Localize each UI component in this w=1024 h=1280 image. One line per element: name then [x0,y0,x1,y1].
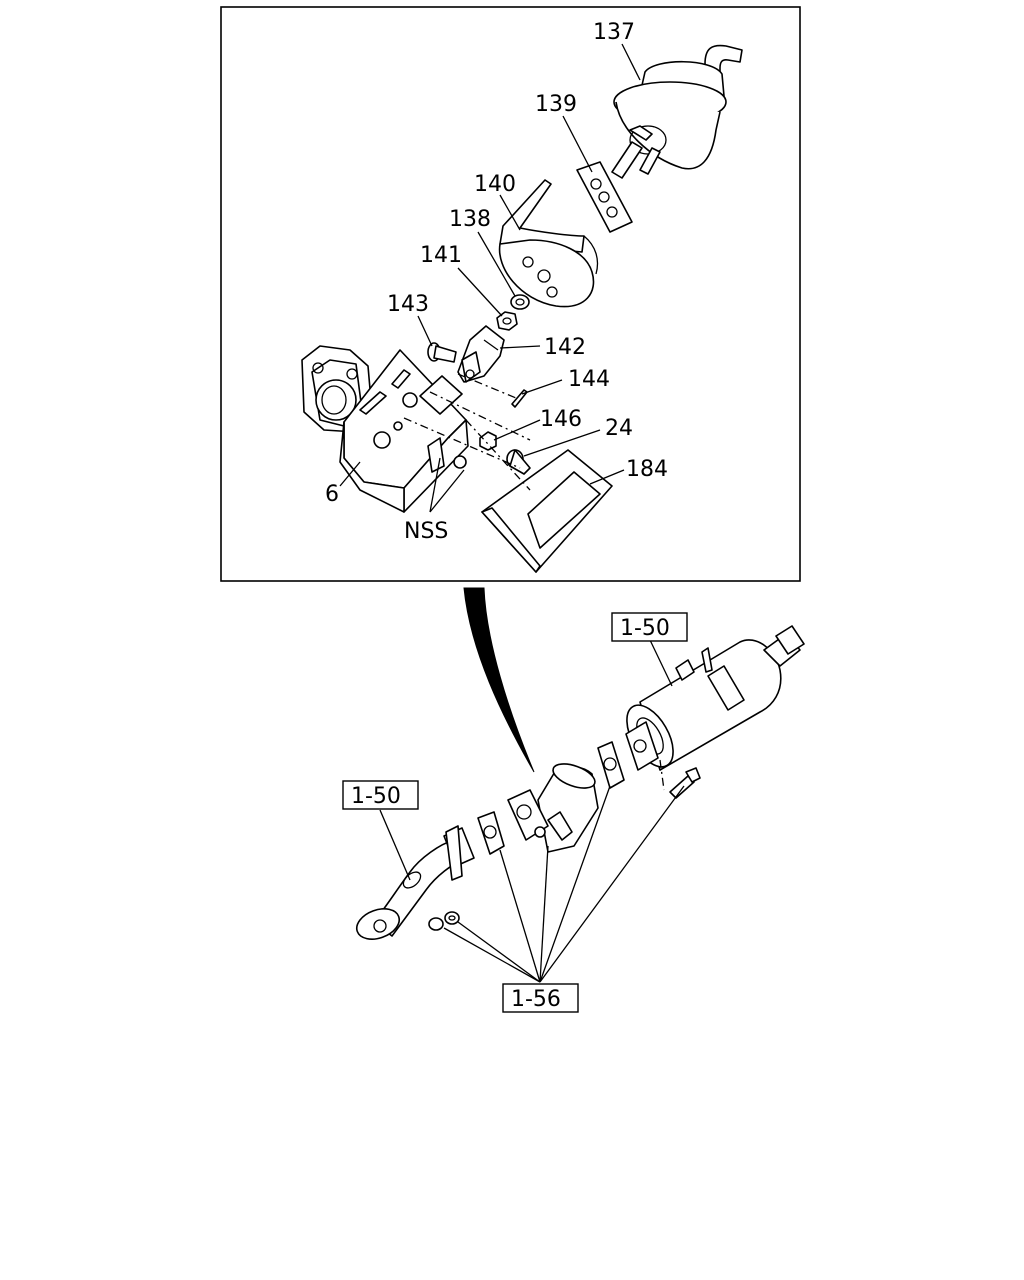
label-139: 139 [535,92,577,117]
assembly-axis-3 [465,419,531,491]
label-140: 140 [474,172,516,197]
gasket-right [597,741,625,789]
ref-box-exhaust-right [611,612,688,642]
nut-washer-set [428,911,460,931]
part-137-actuator [611,44,743,179]
callout-pointer [463,587,535,773]
part-142-lever [457,325,505,383]
label-146: 146 [540,407,582,432]
overview-axis [659,759,665,791]
label-6: 6 [325,482,339,507]
ref-box-fasteners [502,983,579,1013]
label-nss: NSS [404,519,448,544]
part-138-washer [510,294,530,310]
assembly-axis-1 [403,417,521,469]
bolt-right [669,767,701,799]
label-24: 24 [605,416,633,441]
part-141-nut [496,311,518,331]
exhaust-brake-assembly [507,763,599,853]
overview-leader-lines [379,639,685,983]
muffler-assembly [625,625,805,771]
label-144: 144 [568,367,610,392]
ref-fasteners: 1-56 [511,987,561,1012]
part-143-pin [427,342,457,363]
ref-exhaust-left: 1-50 [351,784,401,809]
gasket-left [477,811,505,855]
part-24-bolt [506,449,531,475]
detail-frame [220,6,801,582]
part-139-gasket [576,161,633,233]
label-138: 138 [449,207,491,232]
assembly-axis-4 [457,373,517,399]
label-184: 184 [626,457,668,482]
label-141: 141 [420,243,462,268]
ref-exhaust-right: 1-50 [620,616,670,641]
detail-leader-lines [339,43,641,513]
exhaust-pipe [355,825,475,940]
part-184-heat-shield [481,449,613,573]
part-146-nut [479,431,497,451]
label-143: 143 [387,292,429,317]
label-137: 137 [593,20,635,45]
ref-box-exhaust-left [342,780,419,810]
part-140-bracket [498,179,599,308]
label-142: 142 [544,335,586,360]
